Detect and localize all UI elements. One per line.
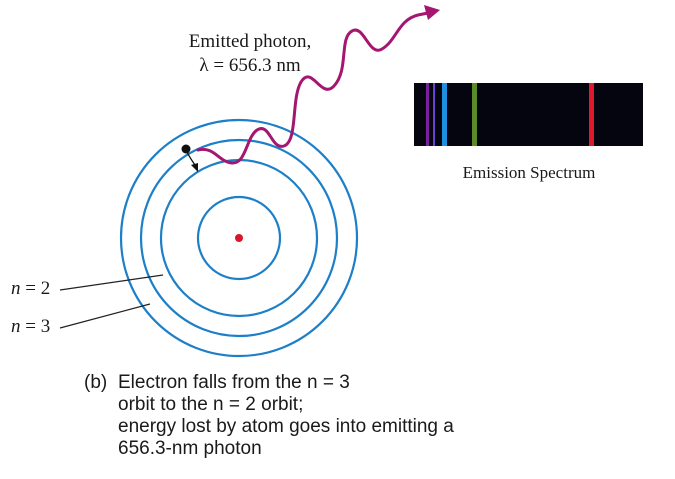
photon-wavy-arrow [196,11,430,165]
spectrum-line-violet [426,83,429,146]
level-label-n2: n = 2 [11,278,50,300]
atom [119,118,359,358]
spectrum-line-blue [442,83,447,146]
level-var: n [11,316,21,337]
photon-label-line2: λ = 656.3 nm [199,55,301,76]
leader-n3 [59,303,151,329]
level-value: = 2 [20,278,51,299]
electron-transition-arrow [186,151,196,166]
figure-caption: (b) Electron falls from the n = 3 orbit … [84,372,504,460]
emission-spectrum [414,83,643,146]
level-value: = 3 [20,316,51,337]
orbit-n1 [196,195,282,281]
photon-arrowhead [424,5,440,20]
electron [181,144,191,154]
caption-tag: (b) [84,372,108,393]
spectrum-line-red [589,83,594,146]
spectrum-line-indigo [433,83,435,146]
nucleus [235,234,243,242]
photon-label-line1: Emitted photon, [188,31,312,52]
level-label-n3: n = 3 [11,316,50,338]
spectrum-line-green [472,83,477,146]
electron-transition-arrowhead [191,163,198,172]
spectrum-background [414,83,643,146]
spectrum-caption: Emission Spectrum [462,163,596,182]
caption-text: Electron falls from the n = 3 orbit to t… [118,372,454,459]
level-var: n [11,278,21,299]
leader-n2 [59,274,164,291]
orbit-n4 [119,118,359,358]
orbit-n3 [139,138,339,338]
photon-label: Emitted photon, λ = 656.3 nm [150,30,350,78]
